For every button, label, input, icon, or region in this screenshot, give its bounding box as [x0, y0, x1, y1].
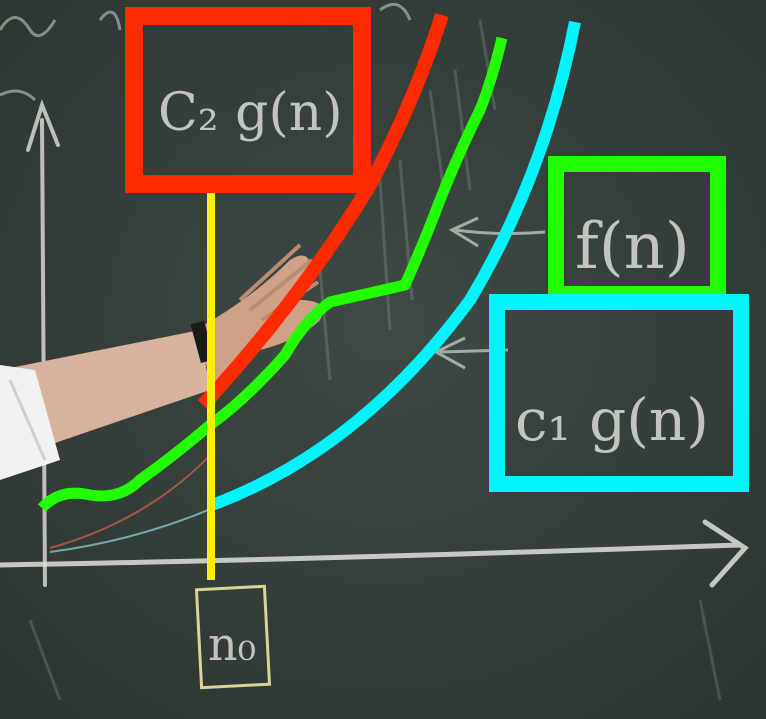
n0-label: n₀	[208, 617, 256, 671]
f-label: f(n)	[575, 210, 690, 284]
lower-box-label: c₁ g(n)	[515, 386, 709, 454]
upper-box-label: C₂ g(n)	[158, 83, 343, 143]
